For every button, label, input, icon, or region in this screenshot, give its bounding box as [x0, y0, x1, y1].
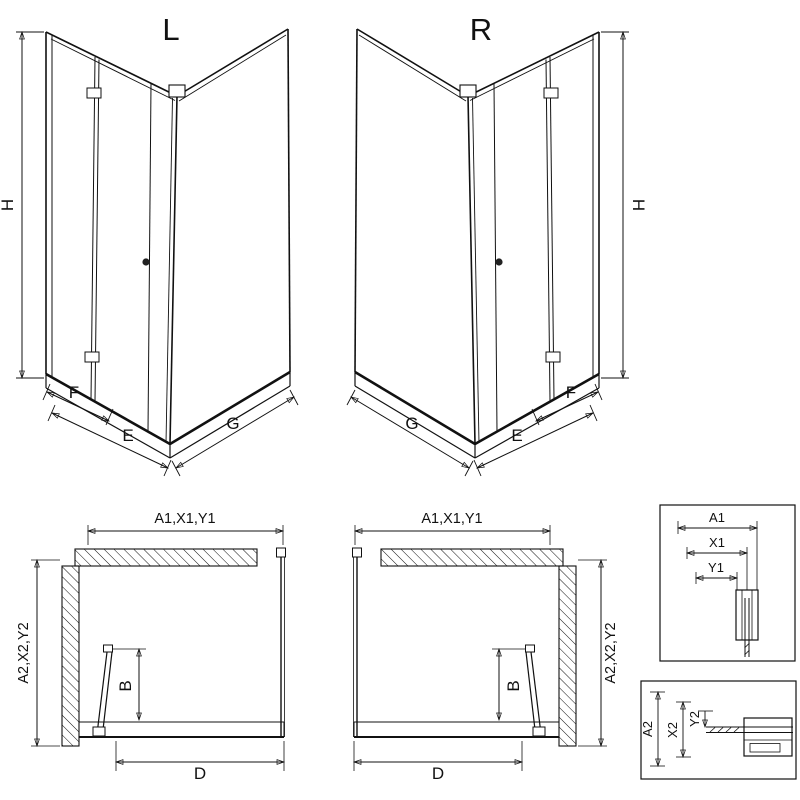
dim-label-a1: A1	[709, 510, 725, 525]
side-panel-plan-left	[276, 547, 286, 737]
dim-width-top-right: A1,X1,Y1	[353, 511, 552, 545]
dim-depth-side-right: A2,X2,Y2	[578, 558, 619, 748]
dim-label-height-right: H	[629, 199, 648, 211]
dim-label-f-left: F	[69, 383, 79, 402]
dim-door-fold-right: B	[492, 647, 525, 722]
dim-a2: A2	[640, 690, 665, 768]
wall-side-hatched	[61, 565, 80, 747]
dim-label-height-left: H	[0, 199, 17, 211]
dim-side-left: G	[171, 389, 299, 477]
dim-label-d-right: D	[432, 764, 444, 783]
shower-tray-right	[354, 372, 600, 459]
dim-entry-width-right: D	[352, 741, 524, 783]
dim-side-right: G	[346, 389, 474, 477]
enclosure-frame-right	[354, 28, 600, 459]
dim-label-f-right: F	[566, 383, 576, 402]
view-label-left: L	[162, 12, 179, 47]
dim-height-left: H	[0, 30, 44, 380]
wall-back-hatched	[380, 548, 564, 567]
detail-box-profile-width: A1 X1 Y1	[659, 504, 796, 662]
dim-label-e-right: E	[511, 426, 522, 445]
dim-door-fold-left: B	[113, 647, 146, 722]
hinge-top-icon	[86, 87, 102, 99]
dim-depth-side-left: A2,X2,Y2	[16, 558, 60, 748]
fold-hinge-icon	[525, 644, 535, 653]
door-plan-left	[78, 644, 285, 738]
dim-x2: X2	[665, 700, 691, 759]
folding-door-left	[84, 56, 186, 433]
dim-label-a2x2y2-left: A2,X2,Y2	[16, 622, 32, 683]
shower-tray-left	[45, 372, 291, 459]
hinge-bottom-icon	[545, 351, 561, 363]
dim-height-right: H	[601, 30, 648, 380]
pivot-bracket-icon	[532, 726, 546, 737]
dim-label-a2: A2	[640, 721, 655, 737]
dim-label-g-left: G	[226, 414, 239, 433]
dim-label-x1: X1	[709, 535, 725, 550]
dim-label-b-right: B	[504, 680, 523, 691]
dim-label-b-left: B	[116, 680, 135, 691]
detail-box-border	[640, 680, 797, 780]
dim-front-entry-left: E	[47, 404, 172, 477]
dim-y2: Y2	[687, 710, 713, 729]
corner-fitting-icon	[459, 84, 477, 98]
dim-width-top-left: A1,X1,Y1	[86, 511, 285, 545]
folding-door-right	[459, 56, 561, 433]
hinge-top-icon	[543, 87, 559, 99]
dim-entry-width-left: D	[114, 741, 286, 783]
dim-front-entry-right: E	[473, 404, 598, 477]
dim-label-y1: Y1	[708, 560, 724, 575]
side-panel-plan-right	[352, 547, 362, 737]
dim-label-a1x1y1-left: A1,X1,Y1	[154, 511, 215, 527]
dim-label-x2: X2	[665, 722, 680, 738]
door-handle-knob-icon	[142, 258, 150, 266]
hinge-bottom-icon	[84, 351, 100, 363]
door-handle-knob-icon	[495, 258, 503, 266]
dim-label-g-right: G	[405, 414, 418, 433]
corner-fitting-icon	[168, 84, 186, 98]
dim-label-e-left: E	[122, 426, 133, 445]
dim-label-a2x2y2-right: A2,X2,Y2	[603, 622, 619, 683]
plan-view-left: A1,X1,Y1 A2,X2,Y2 B D	[16, 511, 286, 783]
dim-label-d-left: D	[194, 764, 206, 783]
detail-box-border	[659, 504, 796, 662]
wall-profile-section	[735, 589, 759, 657]
dim-y1: Y1	[694, 560, 739, 590]
dim-a1: A1	[676, 510, 759, 590]
dim-front-fixed-left: F	[42, 383, 114, 426]
pivot-bracket-icon	[92, 726, 106, 737]
enclosure-frame-left	[45, 28, 291, 459]
view-label-right: R	[470, 12, 492, 47]
dim-front-fixed-right: F	[531, 383, 603, 426]
iso-view-left: L	[0, 12, 299, 477]
dim-label-a1x1y1-right: A1,X1,Y1	[421, 511, 482, 527]
dim-label-y2: Y2	[687, 711, 702, 727]
wall-bracket-icon	[276, 547, 286, 558]
door-plan-right	[353, 644, 560, 738]
iso-view-right: R	[346, 12, 648, 477]
detail-box-profile-height: A2 X2 Y2	[640, 680, 797, 780]
fold-hinge-icon	[103, 644, 113, 653]
bottom-rail-section	[706, 717, 793, 757]
plan-view-right: A1,X1,Y1 A2,X2,Y2 B D	[352, 511, 619, 783]
wall-bracket-icon	[352, 547, 362, 558]
dim-x1: X1	[685, 535, 749, 590]
wall-side-hatched	[558, 565, 577, 747]
wall-back-hatched	[74, 548, 258, 567]
